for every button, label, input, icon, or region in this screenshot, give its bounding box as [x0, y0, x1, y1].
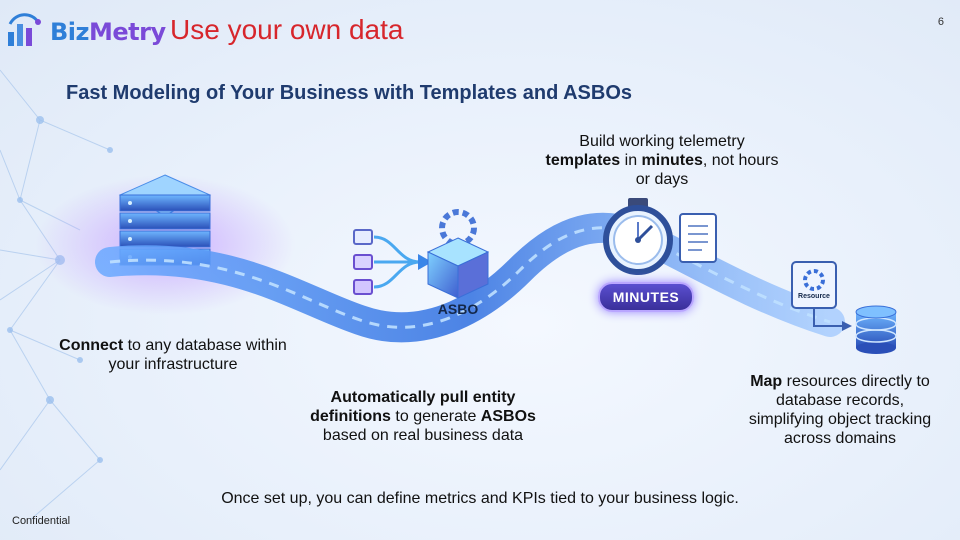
logo-text: BizMetry [50, 18, 166, 46]
entity-list-icon [353, 229, 432, 295]
step-asbo-caption: Automatically pull entity definitions to… [310, 389, 536, 444]
resource-label: Resource [798, 293, 830, 300]
database-icon [855, 305, 897, 354]
asbo-cube-icon [426, 209, 490, 299]
minutes-badge: MINUTES [598, 282, 694, 312]
slide-title: Use your own data [170, 14, 404, 45]
slide-subtitle: Fast Modeling of Your Business with Temp… [66, 82, 633, 104]
footer-note: Once set up, you can define metrics and … [221, 490, 739, 507]
page-number: 6 [937, 16, 944, 28]
document-icon [679, 213, 717, 263]
step-templates-caption: Build working telemetry templates in min… [545, 133, 779, 188]
step-connect-caption: Connect to any database within your infr… [59, 337, 287, 373]
stopwatch-icon [603, 198, 673, 275]
bizmetry-logo: BizMetry [6, 8, 166, 52]
resource-box-icon [791, 261, 852, 331]
confidential-label: Confidential [12, 515, 71, 527]
step-map-caption: Map resources directly to database recor… [748, 373, 932, 447]
logo-icon [8, 13, 41, 46]
asbo-label: ASBO [437, 301, 479, 317]
